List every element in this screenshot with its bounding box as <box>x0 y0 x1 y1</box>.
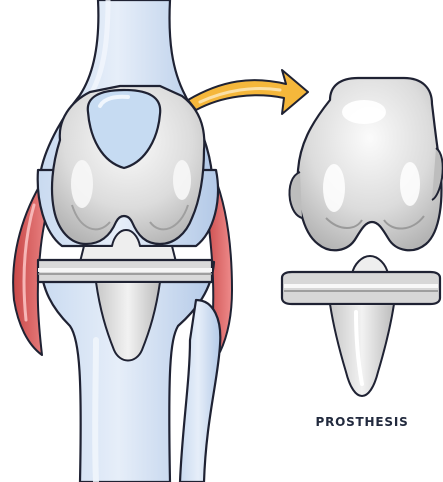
fibula <box>180 300 220 482</box>
prosthesis-illustration <box>282 78 443 396</box>
knee-illustration <box>13 0 232 482</box>
prosthesis-label: PROSTHESIS <box>296 415 428 429</box>
arrow-icon <box>188 70 308 114</box>
